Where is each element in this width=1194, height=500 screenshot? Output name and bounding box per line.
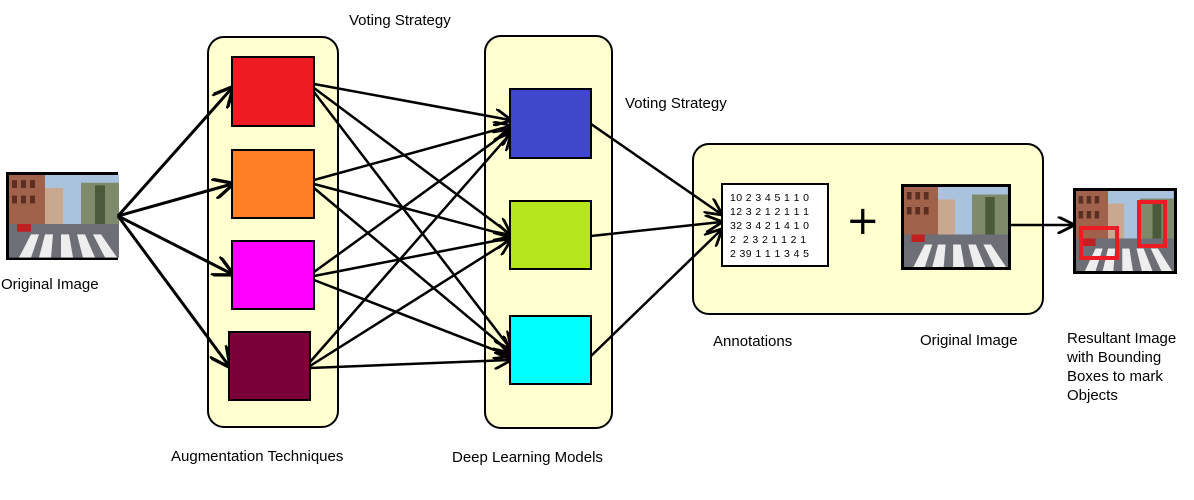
bounding-box-2 [1137, 200, 1167, 248]
augmentation-panel [207, 36, 339, 428]
annotation-row: 2 2 3 2 1 1 2 1 [730, 234, 807, 246]
model-box-1 [509, 88, 592, 159]
original-image-right-label: Original Image [920, 332, 1018, 349]
augmentation-to-model-arrows [309, 82, 510, 368]
resultant-label-line: Boxes to mark [1067, 368, 1163, 385]
model-to-annotation-arrows [590, 122, 721, 357]
annotation-matrix: 10 2 3 4 5 1 1 0 12 3 2 1 2 1 1 1 32 3 4… [721, 183, 829, 267]
model-box-2 [509, 200, 592, 270]
augmentation-techniques-label: Augmentation Techniques [171, 448, 344, 465]
resultant-image [1073, 188, 1177, 274]
plus-sign-icon: + [846, 198, 880, 244]
bounding-box-1 [1079, 226, 1119, 260]
resultant-label-line: with Bounding [1067, 349, 1162, 366]
original-image-right [901, 184, 1011, 270]
resultant-image-label: Resultant Image with Bounding Boxes to m… [1067, 329, 1176, 405]
voting-strategy-label-top: Voting Strategy [349, 12, 451, 29]
annotations-label: Annotations [713, 333, 793, 350]
augmentation-box-1 [231, 56, 315, 127]
augmentation-box-2 [231, 149, 315, 219]
original-image-left-label: Original Image [1, 276, 99, 293]
annotation-row: 32 3 4 2 1 4 1 0 [730, 220, 810, 232]
deep-learning-models-label: Deep Learning Models [452, 449, 603, 466]
resultant-label-line: Resultant Image [1067, 330, 1177, 347]
voting-strategy-label-mid: Voting Strategy [625, 95, 727, 112]
annotation-row: 2 39 1 1 1 3 4 5 [730, 248, 810, 260]
resultant-label-line: Objects [1067, 387, 1118, 404]
annotation-row: 10 2 3 4 5 1 1 0 [730, 192, 810, 204]
augmentation-box-4 [228, 331, 311, 401]
annotation-row: 12 3 2 1 2 1 1 1 [730, 206, 810, 218]
model-box-3 [509, 315, 592, 385]
augmentation-box-3 [231, 240, 315, 310]
original-image-left [6, 172, 119, 260]
input-arrows [116, 88, 232, 366]
